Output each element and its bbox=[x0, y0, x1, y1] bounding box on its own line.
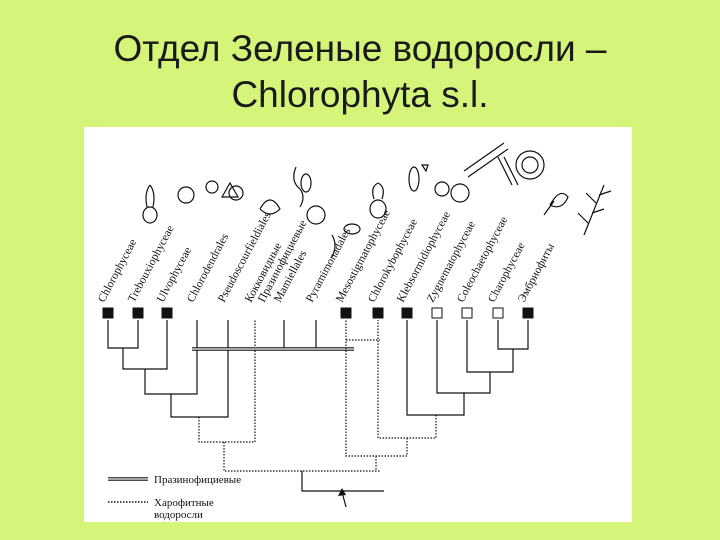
organism-illustration bbox=[420, 164, 429, 173]
organism-illustration bbox=[142, 206, 158, 224]
legend-label: Харофитные bbox=[154, 497, 214, 509]
taxon-labels: ChlorophyceaeTrebouxiophyceaeUlvophyceae… bbox=[96, 208, 557, 304]
branch-line bbox=[122, 320, 168, 370]
branch-line bbox=[436, 320, 491, 394]
taxon-marker bbox=[372, 307, 384, 319]
taxon-marker bbox=[431, 307, 443, 319]
organism-illustration bbox=[577, 184, 612, 236]
title-line-2: Chlorophyta s.l. bbox=[231, 74, 489, 115]
phylogenetic-tree: ChlorophyceaeTrebouxiophyceaeUlvophyceae… bbox=[96, 142, 612, 521]
taxon-markers bbox=[102, 307, 534, 319]
organism-illustration bbox=[372, 182, 384, 200]
taxon-marker bbox=[102, 307, 114, 319]
organism-illustrations bbox=[142, 142, 612, 258]
organism-illustration bbox=[463, 142, 509, 178]
organism-illustration bbox=[177, 186, 195, 204]
organism-illustration bbox=[293, 166, 304, 208]
taxon-marker bbox=[161, 307, 173, 319]
branch-line bbox=[497, 320, 529, 350]
organism-illustration bbox=[515, 150, 545, 180]
organism-illustration bbox=[331, 234, 336, 258]
taxon-marker bbox=[401, 307, 413, 319]
organism-illustration bbox=[259, 199, 281, 215]
branch-line bbox=[301, 471, 384, 492]
branch-line-dotted bbox=[198, 320, 256, 443]
root-arrowhead bbox=[338, 488, 346, 496]
organism-illustration bbox=[306, 205, 326, 225]
branch-line bbox=[466, 320, 514, 373]
title-line-1: Отдел Зеленые водоросли – bbox=[113, 28, 607, 69]
organism-illustration bbox=[300, 173, 312, 193]
organism-illustration bbox=[497, 156, 519, 186]
taxon-label: Klebsormidiophyceae bbox=[395, 210, 453, 305]
legend-label: Празинофициевые bbox=[154, 474, 241, 486]
taxon-marker bbox=[340, 307, 352, 319]
organism-illustration bbox=[521, 156, 539, 174]
branch-line bbox=[107, 320, 139, 349]
slide-title: Отдел Зеленые водоросли – Chlorophyta s.… bbox=[0, 26, 720, 118]
organism-illustration bbox=[228, 185, 244, 201]
taxon-marker bbox=[132, 307, 144, 319]
tree-branches bbox=[107, 320, 529, 508]
organism-illustration bbox=[145, 184, 155, 208]
branch-line bbox=[406, 320, 465, 416]
legend-label: водоросли bbox=[154, 509, 203, 521]
branch-line bbox=[170, 320, 229, 418]
taxon-marker bbox=[492, 307, 504, 319]
taxon-marker bbox=[461, 307, 473, 319]
branch-line bbox=[144, 320, 198, 395]
branch-line-dotted bbox=[223, 442, 380, 472]
taxon-marker bbox=[522, 307, 534, 319]
organism-illustration bbox=[543, 192, 569, 216]
organism-illustration bbox=[434, 181, 450, 197]
organism-illustration bbox=[369, 199, 387, 219]
organism-illustration bbox=[205, 180, 219, 194]
organism-illustration bbox=[450, 183, 470, 203]
organism-illustration bbox=[343, 223, 361, 235]
organism-illustration bbox=[408, 166, 420, 192]
